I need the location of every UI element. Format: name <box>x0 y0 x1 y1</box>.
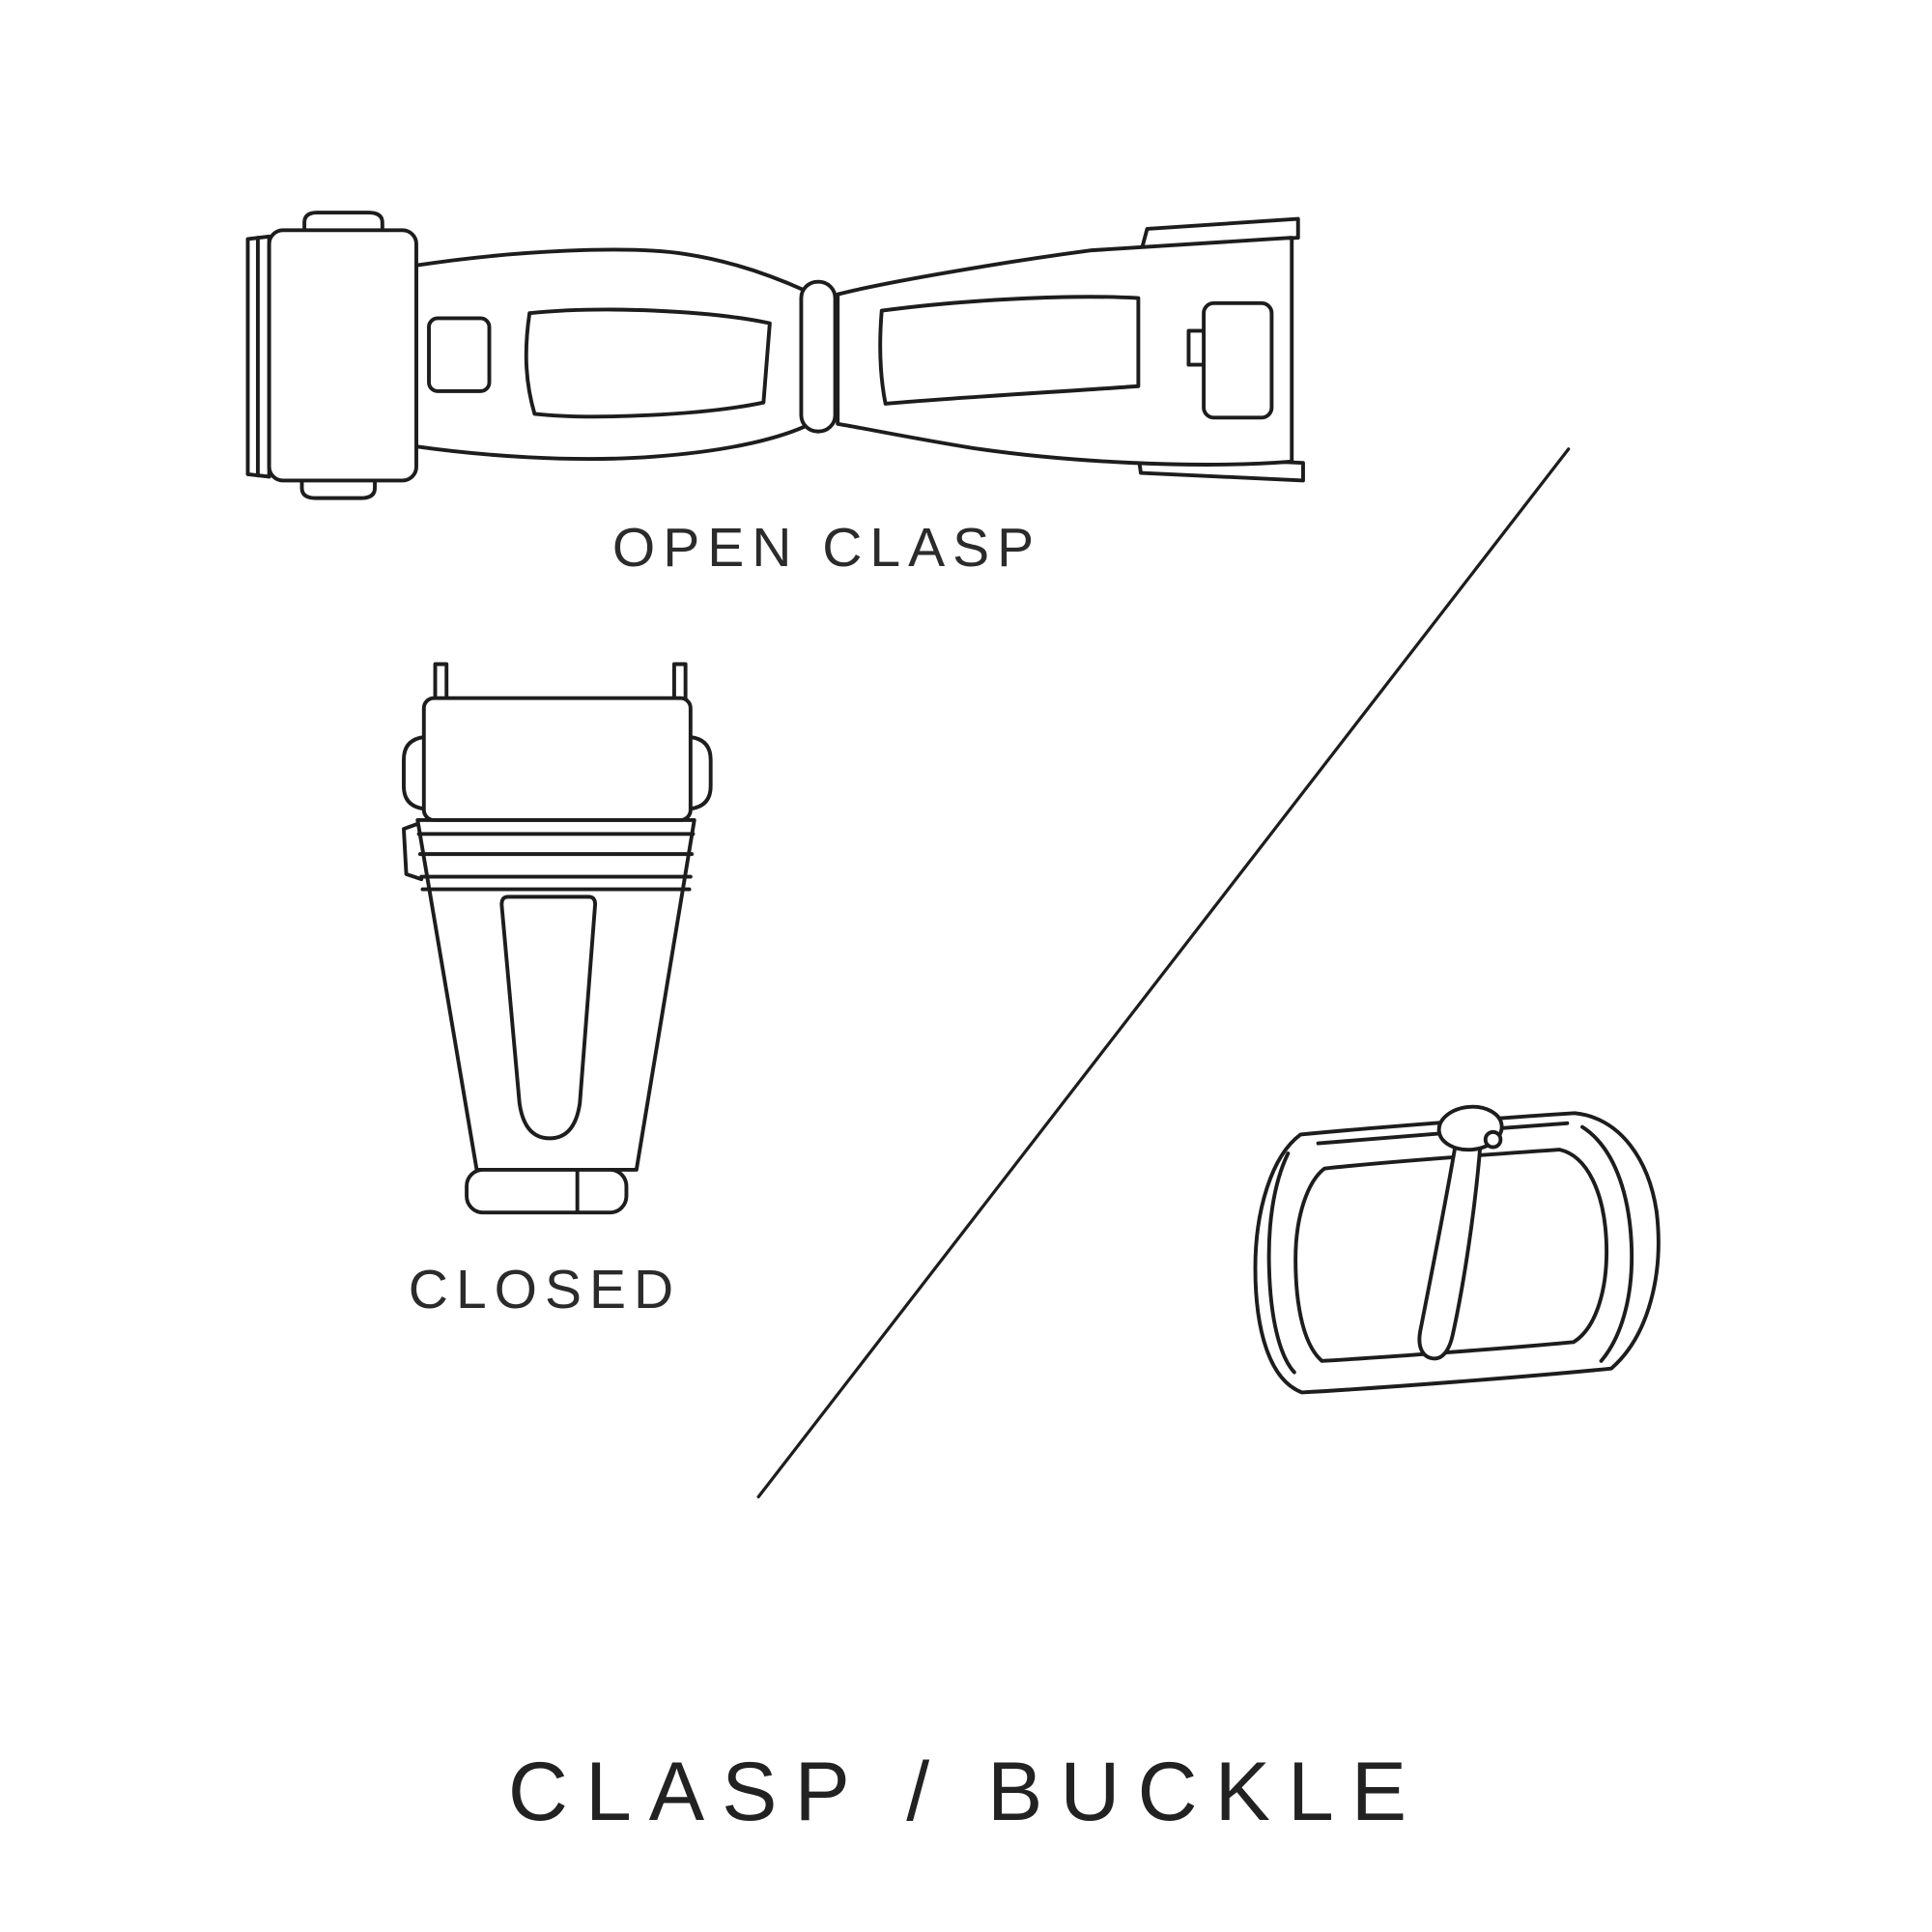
diagonal-divider <box>756 447 1571 1499</box>
diagram-title: CLASP / BUCKLE <box>507 1746 1425 1838</box>
closed-clasp-drawing <box>402 662 713 1215</box>
closed-label: CLOSED <box>408 1259 682 1321</box>
open-clasp-label: OPEN CLASP <box>611 517 1042 579</box>
open-clasp-drawing <box>245 211 1305 500</box>
tang-buckle-drawing <box>1253 1104 1661 1395</box>
